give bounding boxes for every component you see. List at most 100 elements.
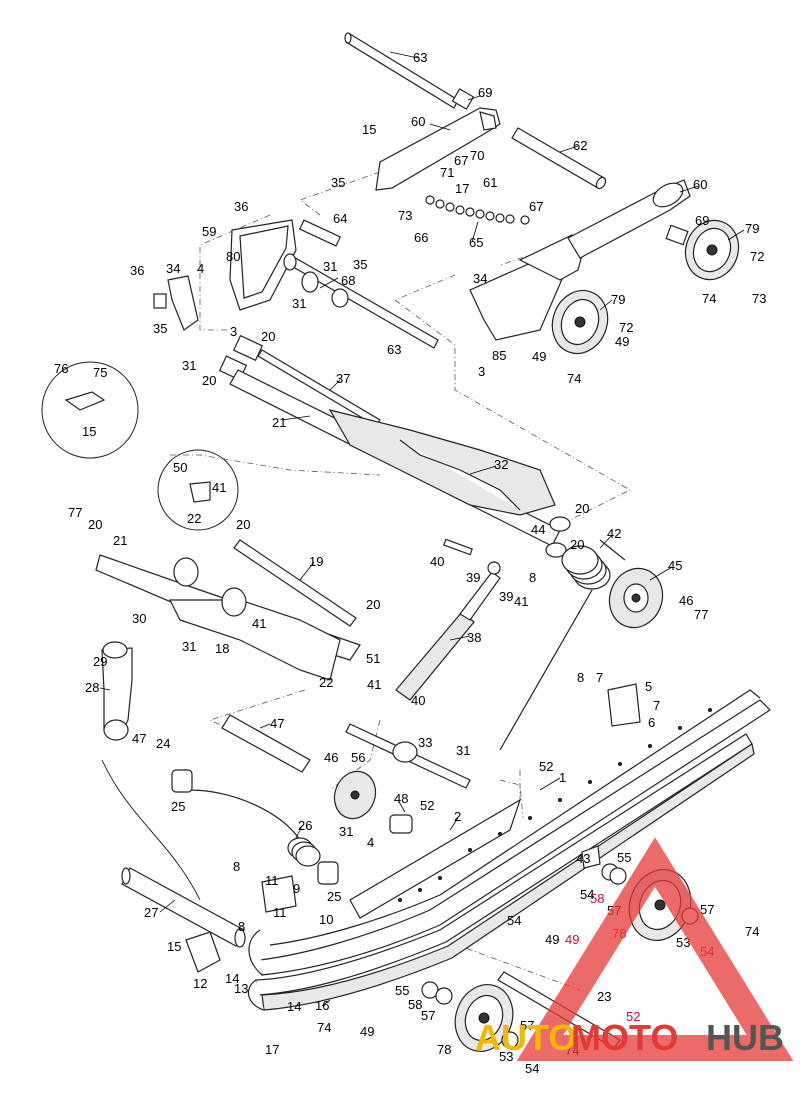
leader-lines — [99, 51, 745, 1007]
callout-label: 22 — [187, 511, 201, 526]
callout-label: 55 — [395, 983, 409, 998]
callout-label: 8 — [529, 570, 536, 585]
callout-label: 59 — [202, 224, 216, 239]
upper-pivot-assembly — [153, 32, 740, 381]
callout-label: 25 — [327, 889, 341, 904]
callout-label: 41 — [367, 677, 381, 692]
slide-rails — [121, 683, 771, 1011]
callout-label: 13 — [234, 981, 248, 996]
callout-label: 69 — [478, 85, 492, 100]
callout-label: 37 — [336, 371, 350, 386]
callout-label: 31 — [182, 358, 196, 373]
callout-label: 19 — [309, 554, 323, 569]
callout-label: 47 — [132, 731, 146, 746]
callout-label: 73 — [398, 208, 412, 223]
callout-label: 4 — [197, 261, 204, 276]
callout-label: 54 — [580, 887, 594, 902]
callout-label: 55 — [617, 850, 631, 865]
callout-label: 15 — [82, 424, 96, 439]
callout-label: 29 — [93, 654, 107, 669]
watermark-triangle — [516, 837, 794, 1061]
callout-label: 18 — [215, 641, 229, 656]
callout-label: 71 — [440, 165, 454, 180]
callout-label: 75 — [93, 365, 107, 380]
callout-label: 50 — [173, 460, 187, 475]
callout-label: 20 — [366, 597, 380, 612]
callout-label: 33 — [418, 735, 432, 750]
callout-label: 17 — [265, 1042, 279, 1057]
callout-label: 28 — [85, 680, 99, 695]
callout-label: 1 — [559, 770, 566, 785]
callout-label: 32 — [494, 457, 508, 472]
callout-label: 9 — [293, 881, 300, 896]
callout-label: 31 — [292, 296, 306, 311]
callout-label: 20 — [570, 537, 584, 552]
callout-label: 16 — [315, 998, 329, 1013]
callout-label: 56 — [351, 750, 365, 765]
callout-label: 6 — [648, 715, 655, 730]
callout-label: 2 — [454, 809, 461, 824]
callout-label: 76 — [54, 361, 68, 376]
callout-label: 57 — [520, 1018, 534, 1033]
callout-label: 34 — [473, 271, 487, 286]
callout-label: 52 — [626, 1009, 640, 1024]
callout-label: 79 — [745, 221, 759, 236]
callout-label: 49 — [545, 932, 559, 947]
watermark-logo: AUTO MOTO HUB — [475, 837, 794, 1061]
watermark-hub: HUB — [706, 1017, 784, 1058]
callout-label: 60 — [411, 114, 425, 129]
callout-label: 11 — [273, 905, 287, 920]
callout-label: 54 — [525, 1061, 539, 1076]
callout-label: 47 — [270, 716, 284, 731]
callout-label: 63 — [387, 342, 401, 357]
callout-label: 39 — [499, 589, 513, 604]
detail-circles — [41, 361, 239, 531]
callout-label: 72 — [619, 320, 633, 335]
callout-label: 3 — [230, 324, 237, 339]
callout-label: 21 — [113, 533, 127, 548]
callout-label: 72 — [750, 249, 764, 264]
callout-label: 74 — [702, 291, 716, 306]
callout-label: 36 — [130, 263, 144, 278]
callout-label: 52 — [539, 759, 553, 774]
callout-label: 52 — [420, 798, 434, 813]
torsion-spring — [499, 539, 626, 751]
callout-label: 36 — [234, 199, 248, 214]
callout-label: 3 — [478, 364, 485, 379]
callout-label: 68 — [341, 273, 355, 288]
callout-label: 31 — [456, 743, 470, 758]
callout-label: 49 — [565, 932, 579, 947]
callout-label: 46 — [324, 750, 338, 765]
callout-label: 58 — [408, 997, 422, 1012]
callout-label: 74 — [567, 371, 581, 386]
callout-label: 25 — [171, 799, 185, 814]
callout-label: 60 — [693, 177, 707, 192]
callout-label: 15 — [362, 122, 376, 137]
callout-label: 77 — [694, 607, 708, 622]
callout-label: 43 — [576, 851, 590, 866]
watermark-auto: AUTO — [475, 1017, 576, 1058]
callout-label: 79 — [611, 292, 625, 307]
callout-label: 8 — [577, 670, 584, 685]
callout-label: 63 — [413, 50, 427, 65]
callout-label: 49 — [532, 349, 546, 364]
callout-label: 80 — [226, 249, 240, 264]
callout-label: 61 — [483, 175, 497, 190]
callout-label: 67 — [454, 153, 468, 168]
callout-label: 17 — [455, 181, 469, 196]
callout-label: 21 — [272, 415, 286, 430]
callout-label: 65 — [469, 235, 483, 250]
callout-label: 49 — [360, 1024, 374, 1039]
callout-label: 85 — [492, 348, 506, 363]
callout-label: 35 — [353, 257, 367, 272]
callout-label: 15 — [167, 939, 181, 954]
callout-label: 57 — [700, 902, 714, 917]
rail-holes — [398, 708, 712, 902]
callout-label: 5 — [645, 679, 652, 694]
middle-shafts — [95, 349, 664, 885]
callout-label: 11 — [265, 873, 279, 888]
callout-label: 20 — [261, 329, 275, 344]
callout-label: 41 — [514, 594, 528, 609]
